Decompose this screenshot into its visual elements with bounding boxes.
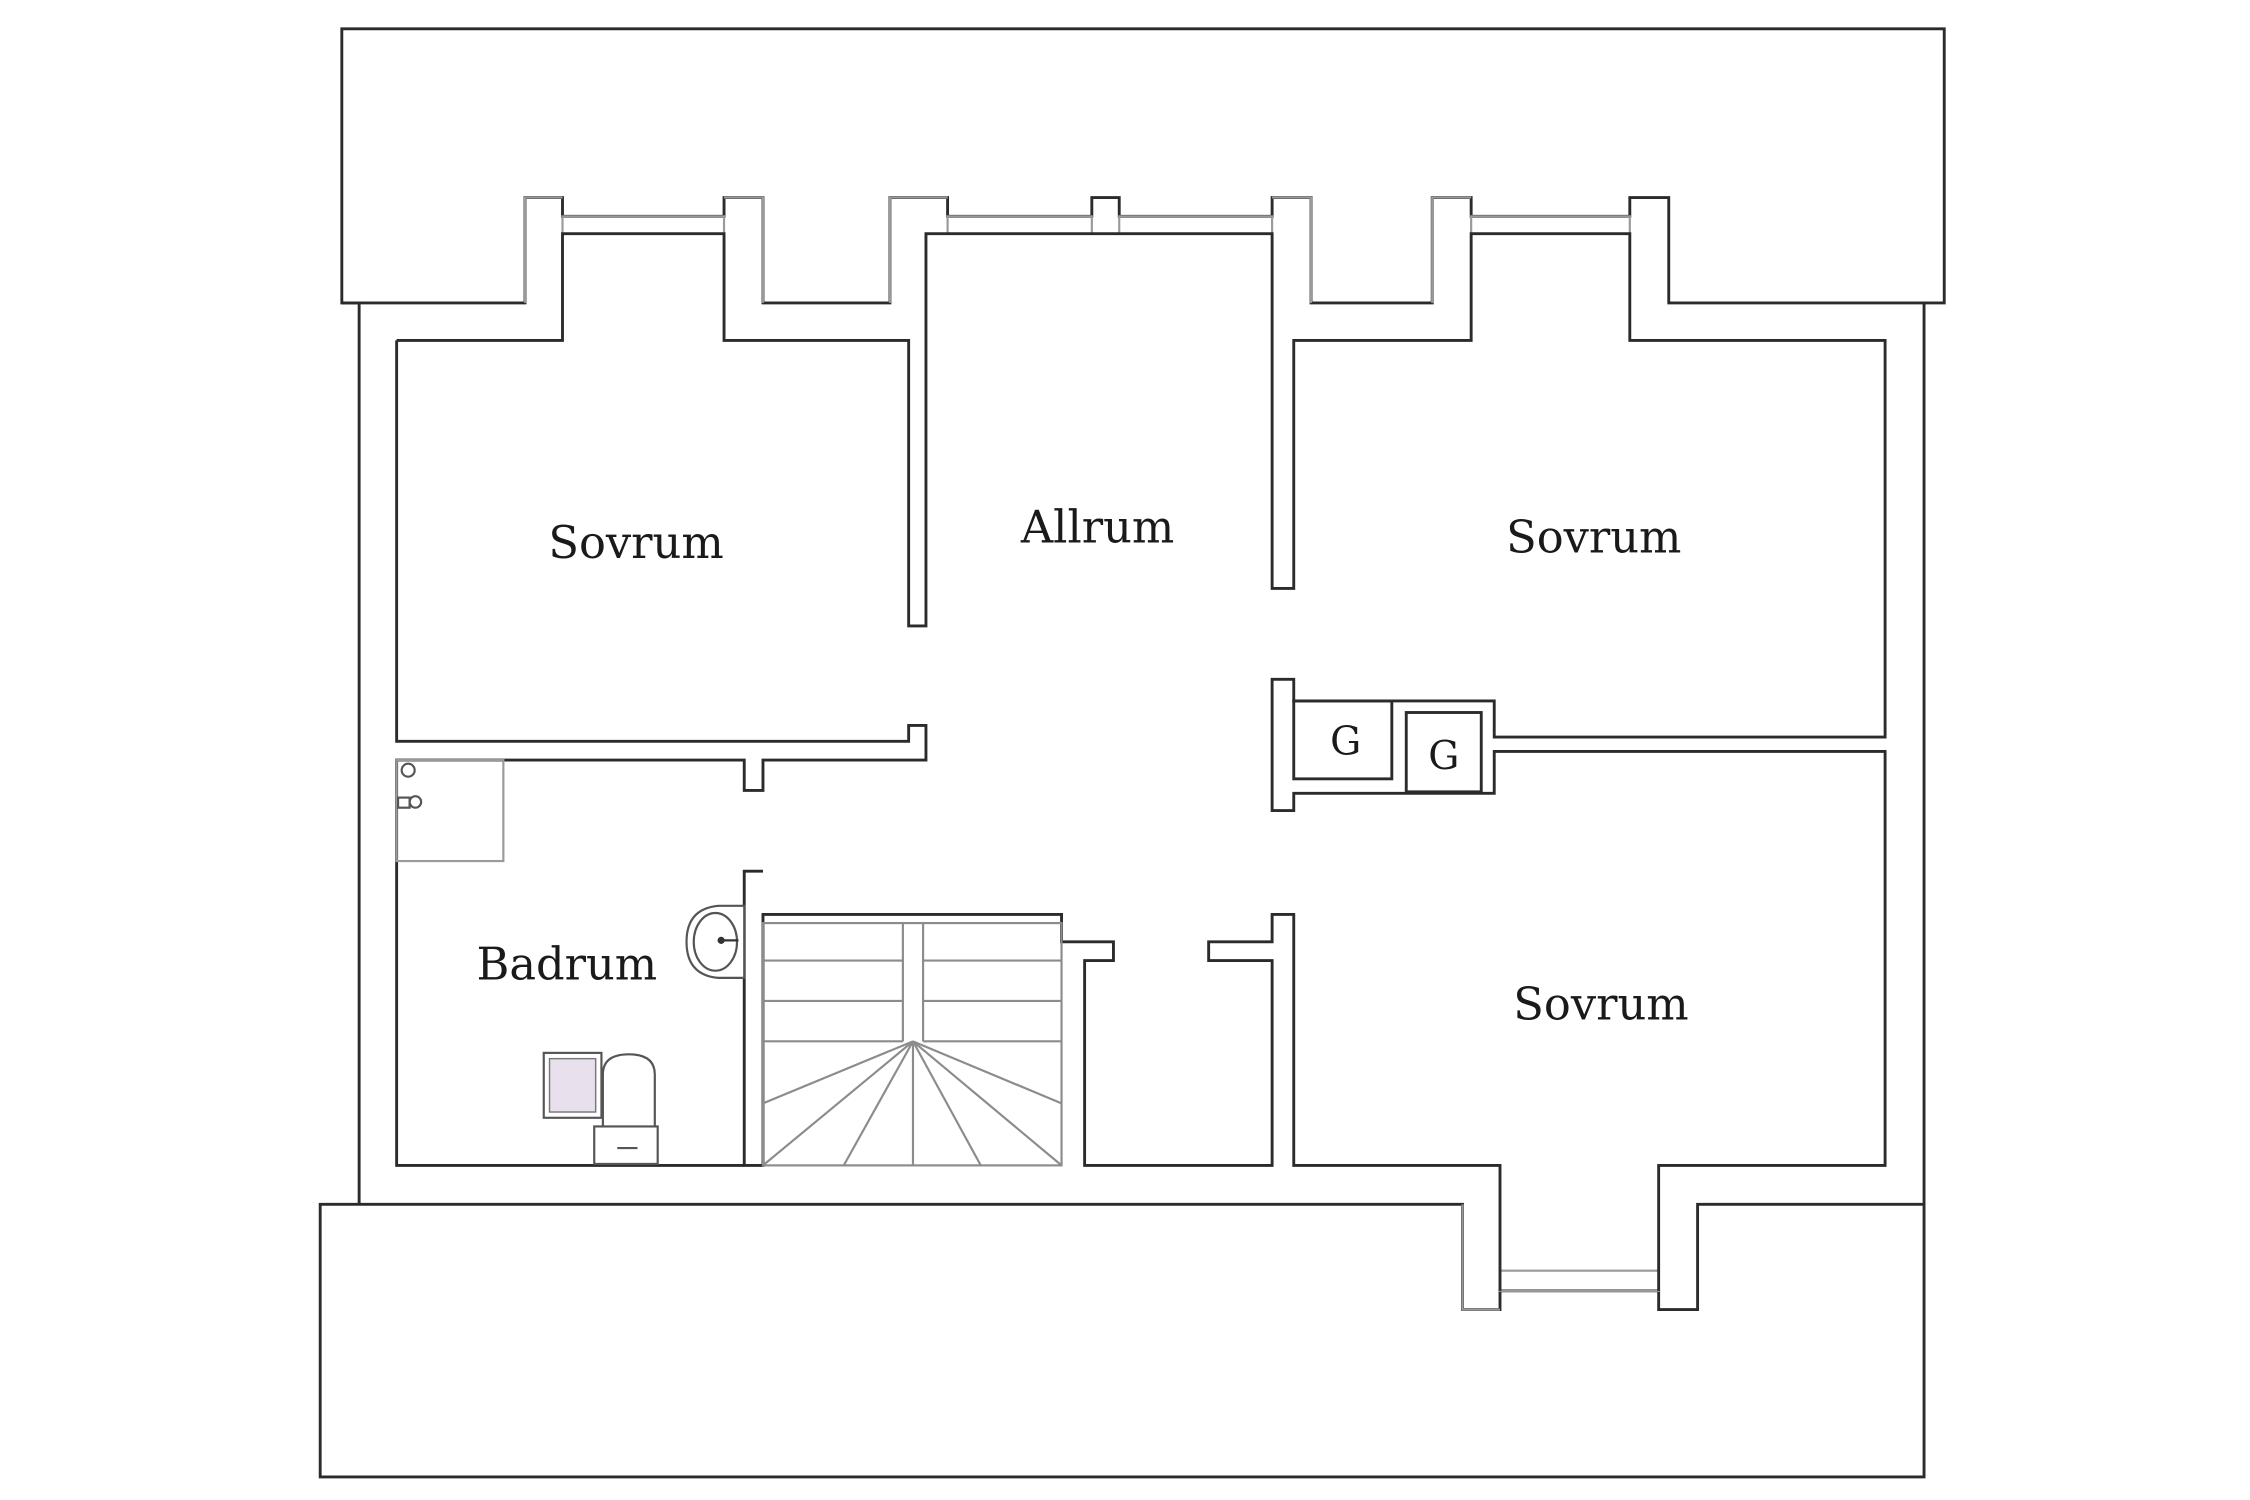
closet-left [1292,699,1394,781]
sink [685,904,746,979]
room-label-badrum: Badrum [476,937,657,990]
room-label-sovrum-top-left: Sovrum [548,516,723,569]
closet-label-left: G [1330,719,1361,764]
bath-mat [542,1051,603,1119]
closet-right [1404,711,1483,794]
roof-top [340,27,1946,305]
room-label-sovrum-bottom-right: Sovrum [1513,978,1688,1031]
top-windows [523,196,1631,303]
room-label-sovrum-top-right: Sovrum [1506,510,1681,563]
outer-walls [341,301,1926,1205]
roof-bottom [318,1202,1926,1479]
shower [395,759,505,863]
toilet [593,1053,659,1166]
staircase [761,921,1063,1167]
room-label-allrum: Allrum [1020,500,1174,553]
closet-label-right: G [1428,734,1459,779]
